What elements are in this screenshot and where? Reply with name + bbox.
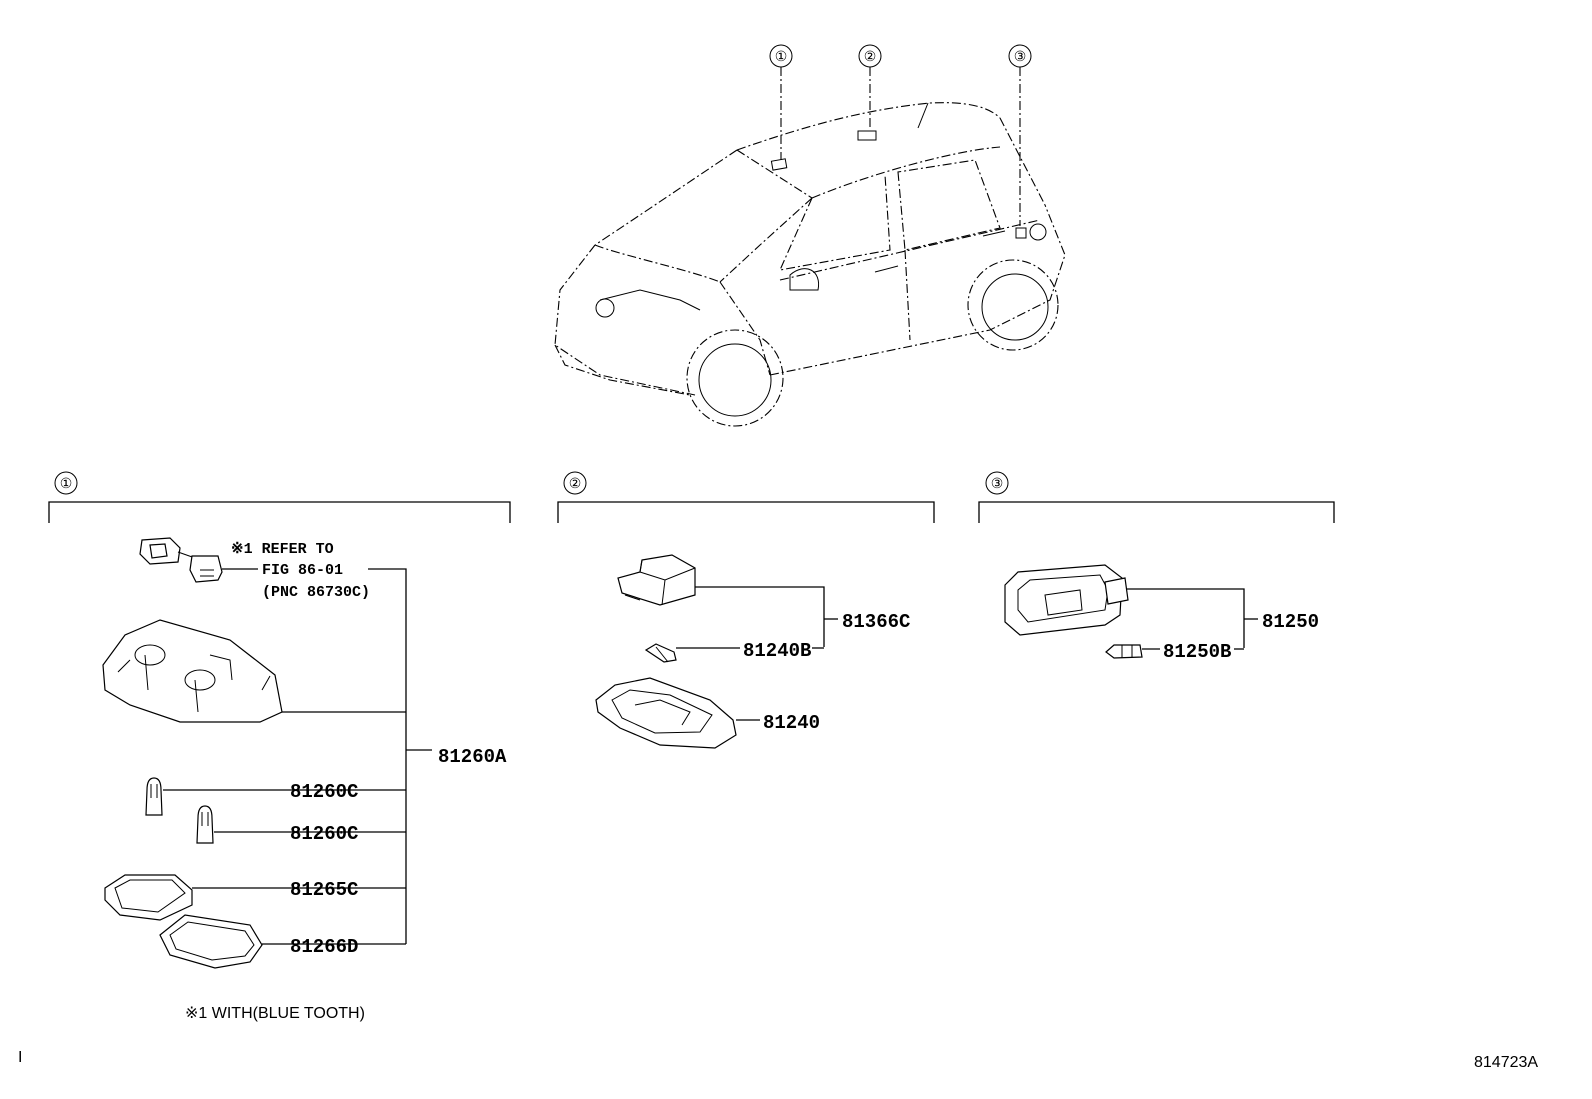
label-81260c-b: 81260C: [290, 823, 358, 845]
bluetooth-module: [139, 537, 223, 583]
callout-3-label: ③: [1014, 48, 1027, 64]
section-1-number: ①: [60, 475, 73, 491]
section-2-bracket: [557, 501, 935, 523]
section-2: ② 81366C 81240B 81240: [557, 471, 935, 749]
bulb-81240b: [644, 643, 677, 663]
footnote: ※1 WITH(BLUE TOOTH): [185, 1005, 365, 1022]
bulb-81260c-b: [196, 805, 214, 844]
label-81260a: 81260A: [438, 746, 507, 768]
note-line-3: (PNC 86730C): [262, 584, 370, 601]
page-marker: I: [18, 1049, 22, 1066]
section-3-number: ③: [991, 475, 1004, 491]
label-81260c-a: 81260C: [290, 781, 358, 803]
note-line-2: FIG 86-01: [262, 562, 343, 579]
label-81240: 81240: [763, 712, 820, 734]
section-3-bracket: [978, 501, 1335, 523]
room-lamp-module: [617, 554, 696, 606]
callout-2-label: ②: [864, 48, 877, 64]
section-2-number: ②: [569, 475, 582, 491]
label-81265c: 81265C: [290, 879, 358, 901]
callout-3: ③: [1008, 44, 1032, 226]
callout-1: ①: [769, 44, 793, 160]
bulb-81260c-a: [145, 777, 163, 816]
label-81250: 81250: [1262, 611, 1319, 633]
label-81266d: 81266D: [290, 936, 358, 958]
map-lamp-housing: [102, 619, 283, 723]
lens-81265c: [104, 874, 193, 921]
label-81240b: 81240B: [743, 640, 811, 662]
label-81250b: 81250B: [1163, 641, 1231, 663]
note-line-1: ※1 REFER TO: [231, 541, 334, 558]
lens-81266d: [159, 914, 263, 969]
illustration-id: 814723A: [1474, 1054, 1538, 1071]
section-1-bracket: [48, 501, 511, 523]
bulb-81250b: [1105, 644, 1143, 659]
callout-2: ②: [858, 44, 882, 130]
luggage-lamp: [1004, 564, 1129, 636]
callout-1-label: ①: [775, 48, 788, 64]
section-3: ③ 81250 81250B: [978, 471, 1335, 663]
room-lamp-housing: [595, 677, 737, 749]
label-81366c: 81366C: [842, 611, 910, 633]
section-1: ① ※1 REFER TO FIG 86-01 (PNC 86730C): [48, 471, 511, 1022]
car-illustration: [554, 102, 1066, 427]
